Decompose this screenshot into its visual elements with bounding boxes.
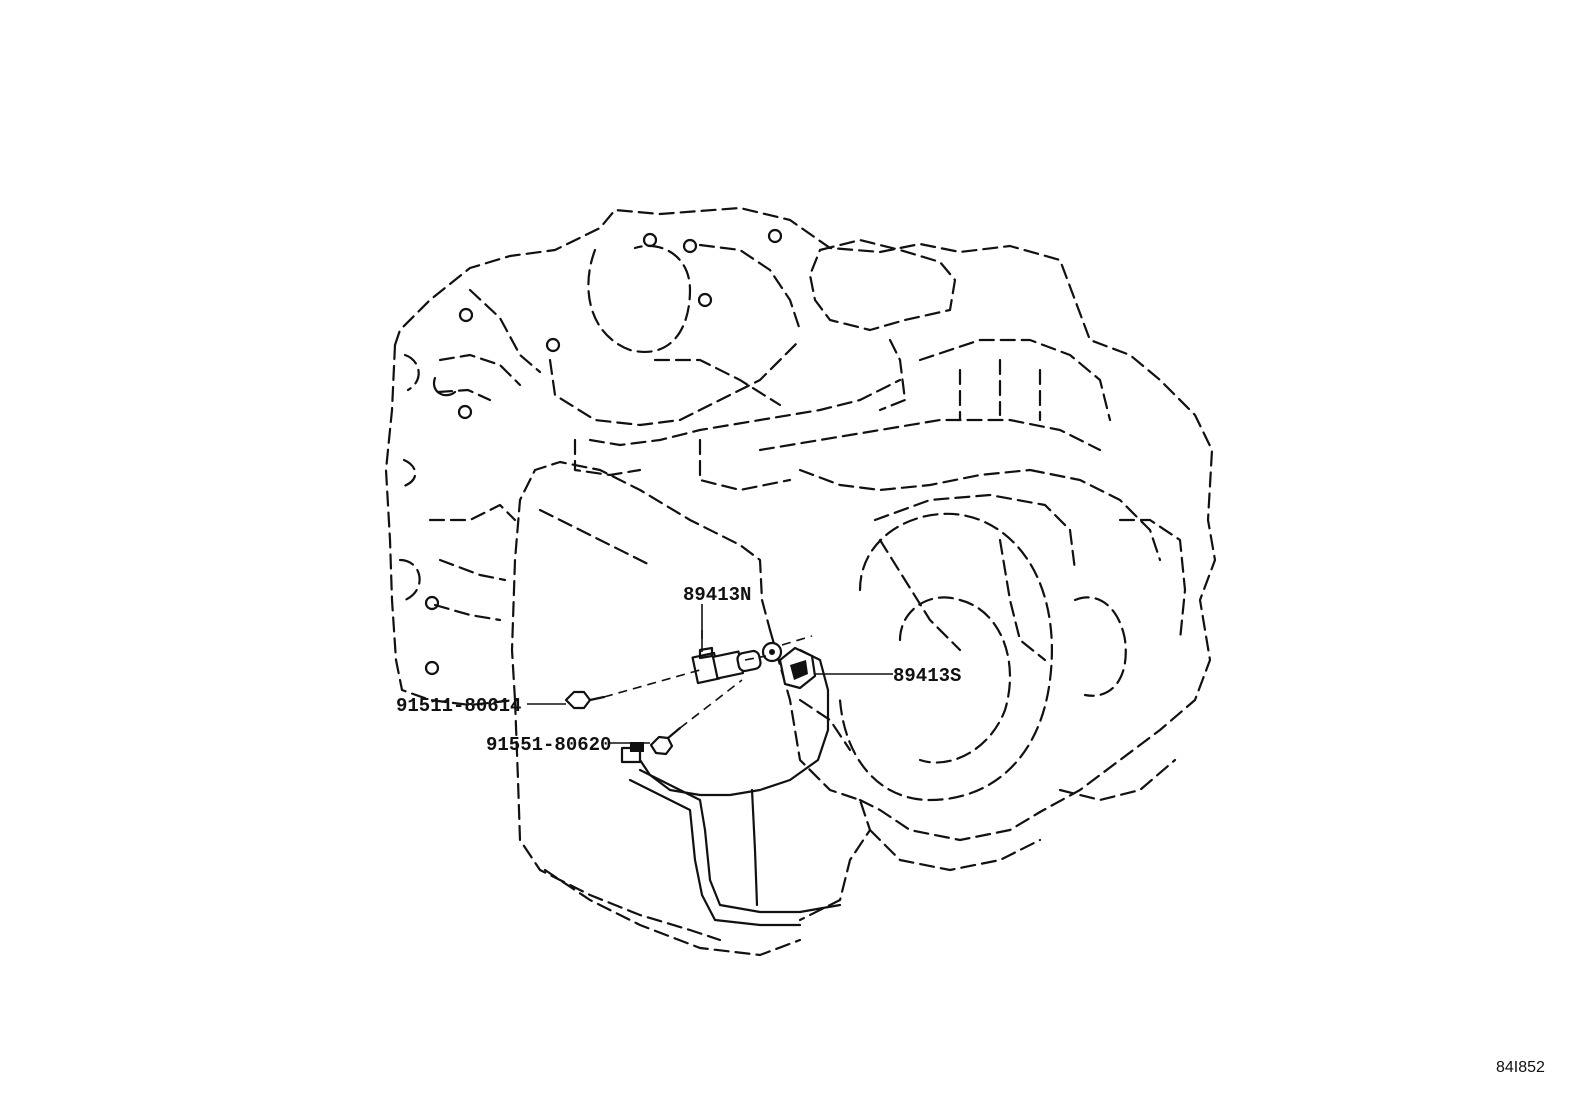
bolt-91551-80620 — [649, 726, 682, 756]
sensor-wire-harness — [620, 648, 842, 927]
speed-sensor-89413n — [691, 646, 762, 685]
speed-sensor-89413s — [761, 641, 817, 690]
label-91511-80614: 91511-80614 — [396, 695, 521, 717]
label-89413n: 89413N — [683, 584, 751, 606]
transaxle-housing — [384, 206, 1217, 957]
illustration-code: 84I852 — [1496, 1059, 1545, 1076]
leader-lines — [527, 604, 893, 744]
label-89413s: 89413S — [893, 665, 961, 687]
label-91551-80620: 91551-80620 — [486, 734, 611, 756]
bolt-91511-80614 — [564, 690, 606, 710]
